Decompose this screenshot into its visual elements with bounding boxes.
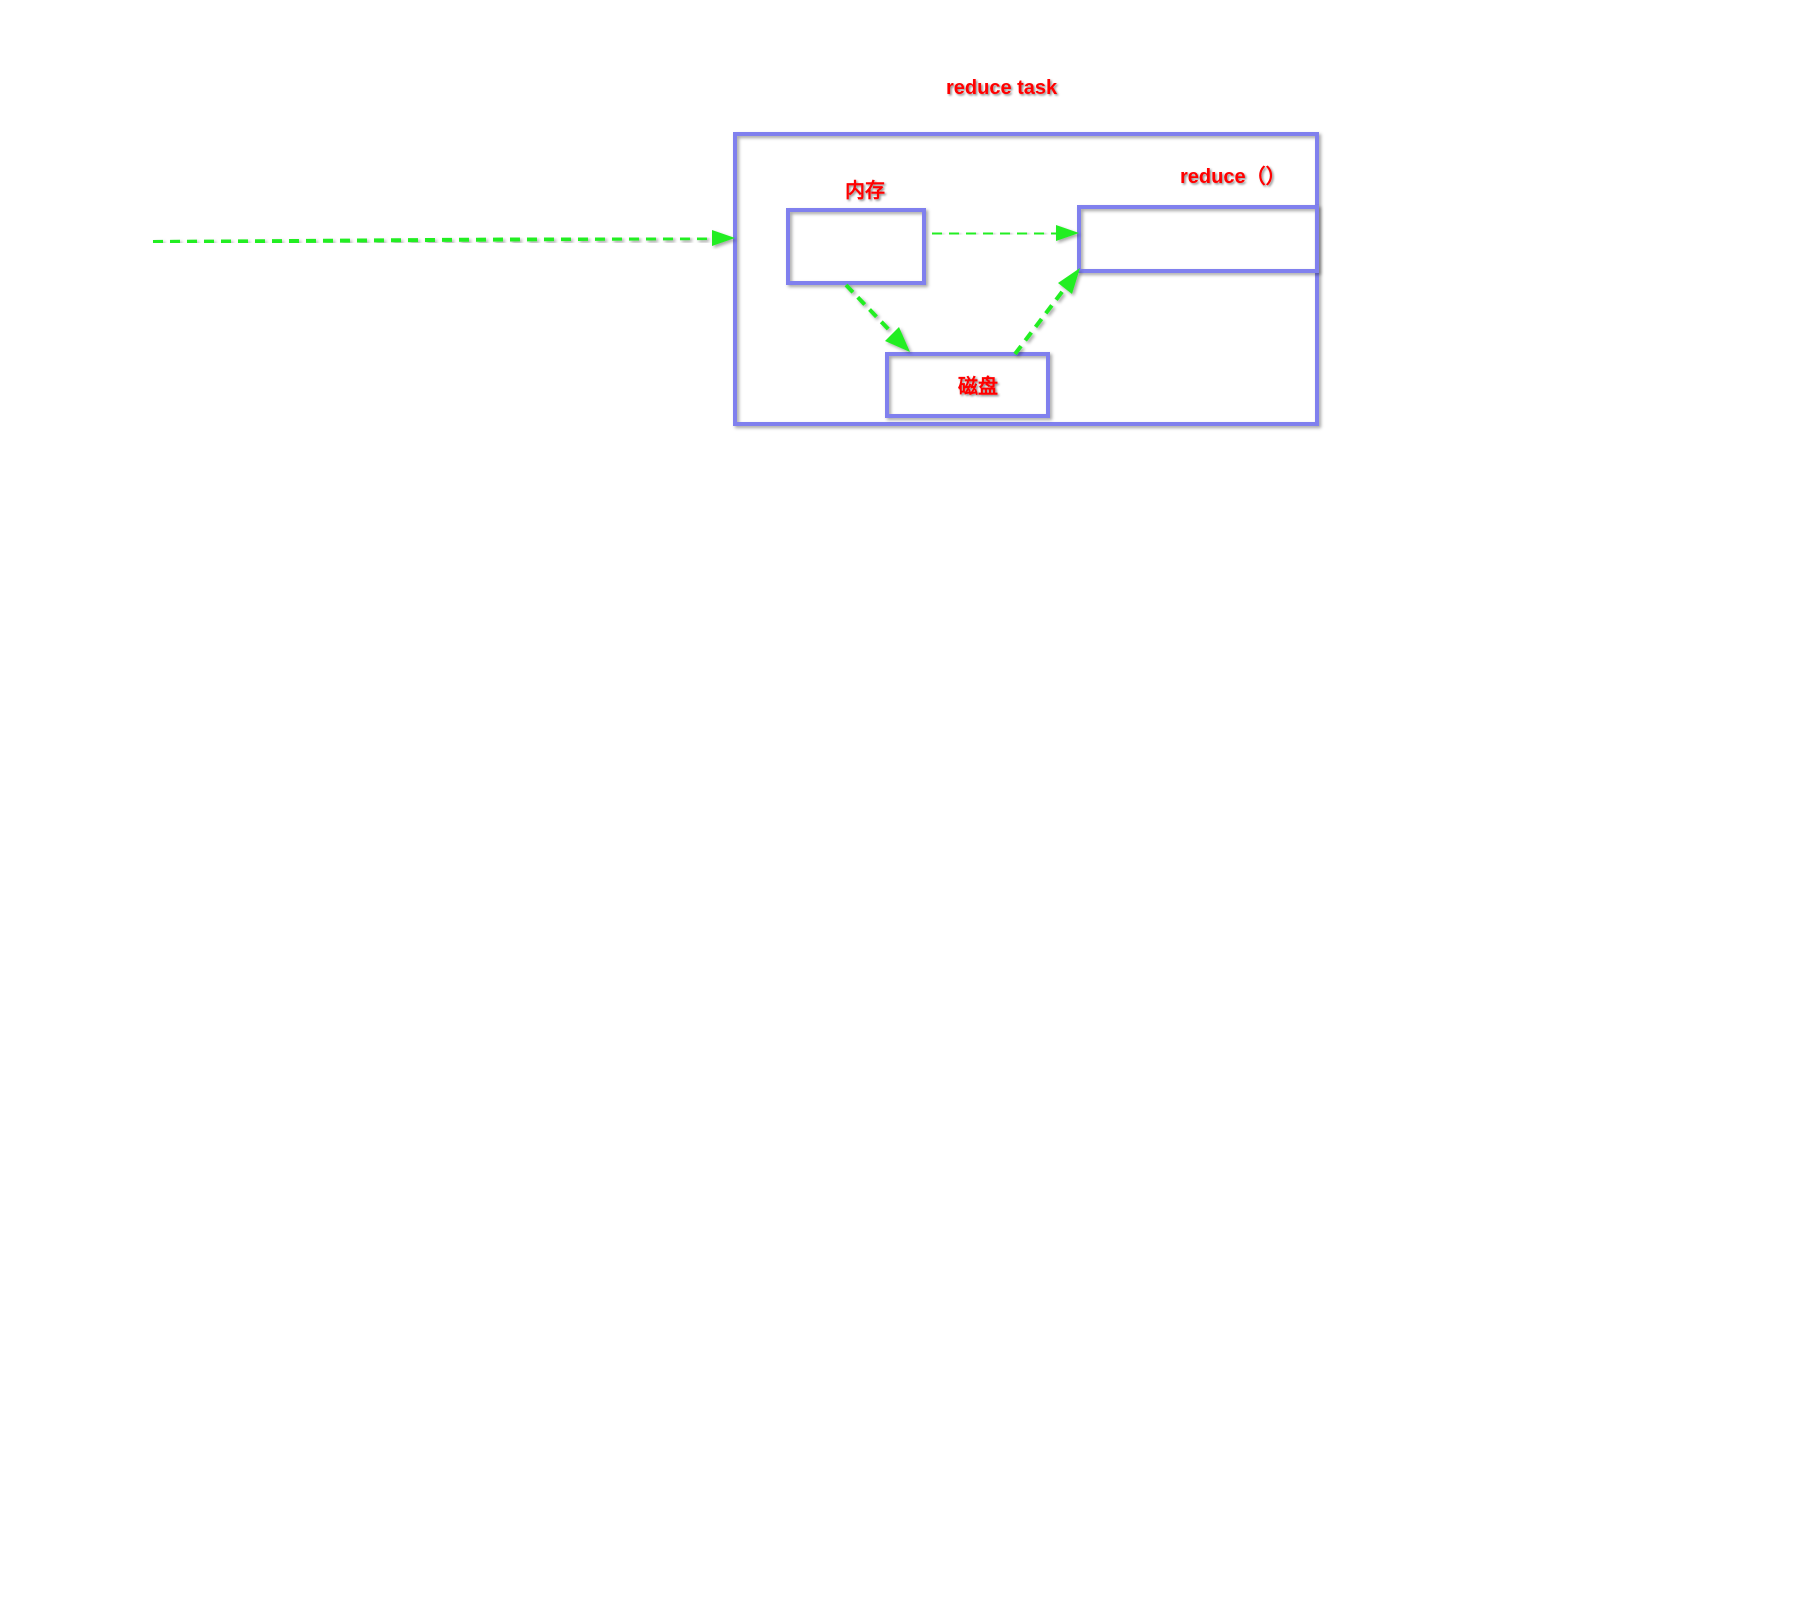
reduce-task-box: [733, 132, 1319, 426]
disk-box: [885, 352, 1050, 418]
memory-to-disk-arrow: [844, 283, 910, 352]
memory-box: [786, 208, 926, 285]
memory-to-reduce-arrow: [931, 225, 1079, 241]
reduce-function-label: reduce（）: [1180, 165, 1286, 188]
memory-label: 内存: [845, 178, 885, 202]
disk-label: 磁盘: [958, 374, 998, 398]
disk-to-reduce-arrow: [1013, 268, 1080, 356]
reduce-task-title: reduce task: [946, 77, 1058, 99]
reduce-function-box: [1077, 205, 1319, 273]
input-arrow: [152, 230, 735, 246]
